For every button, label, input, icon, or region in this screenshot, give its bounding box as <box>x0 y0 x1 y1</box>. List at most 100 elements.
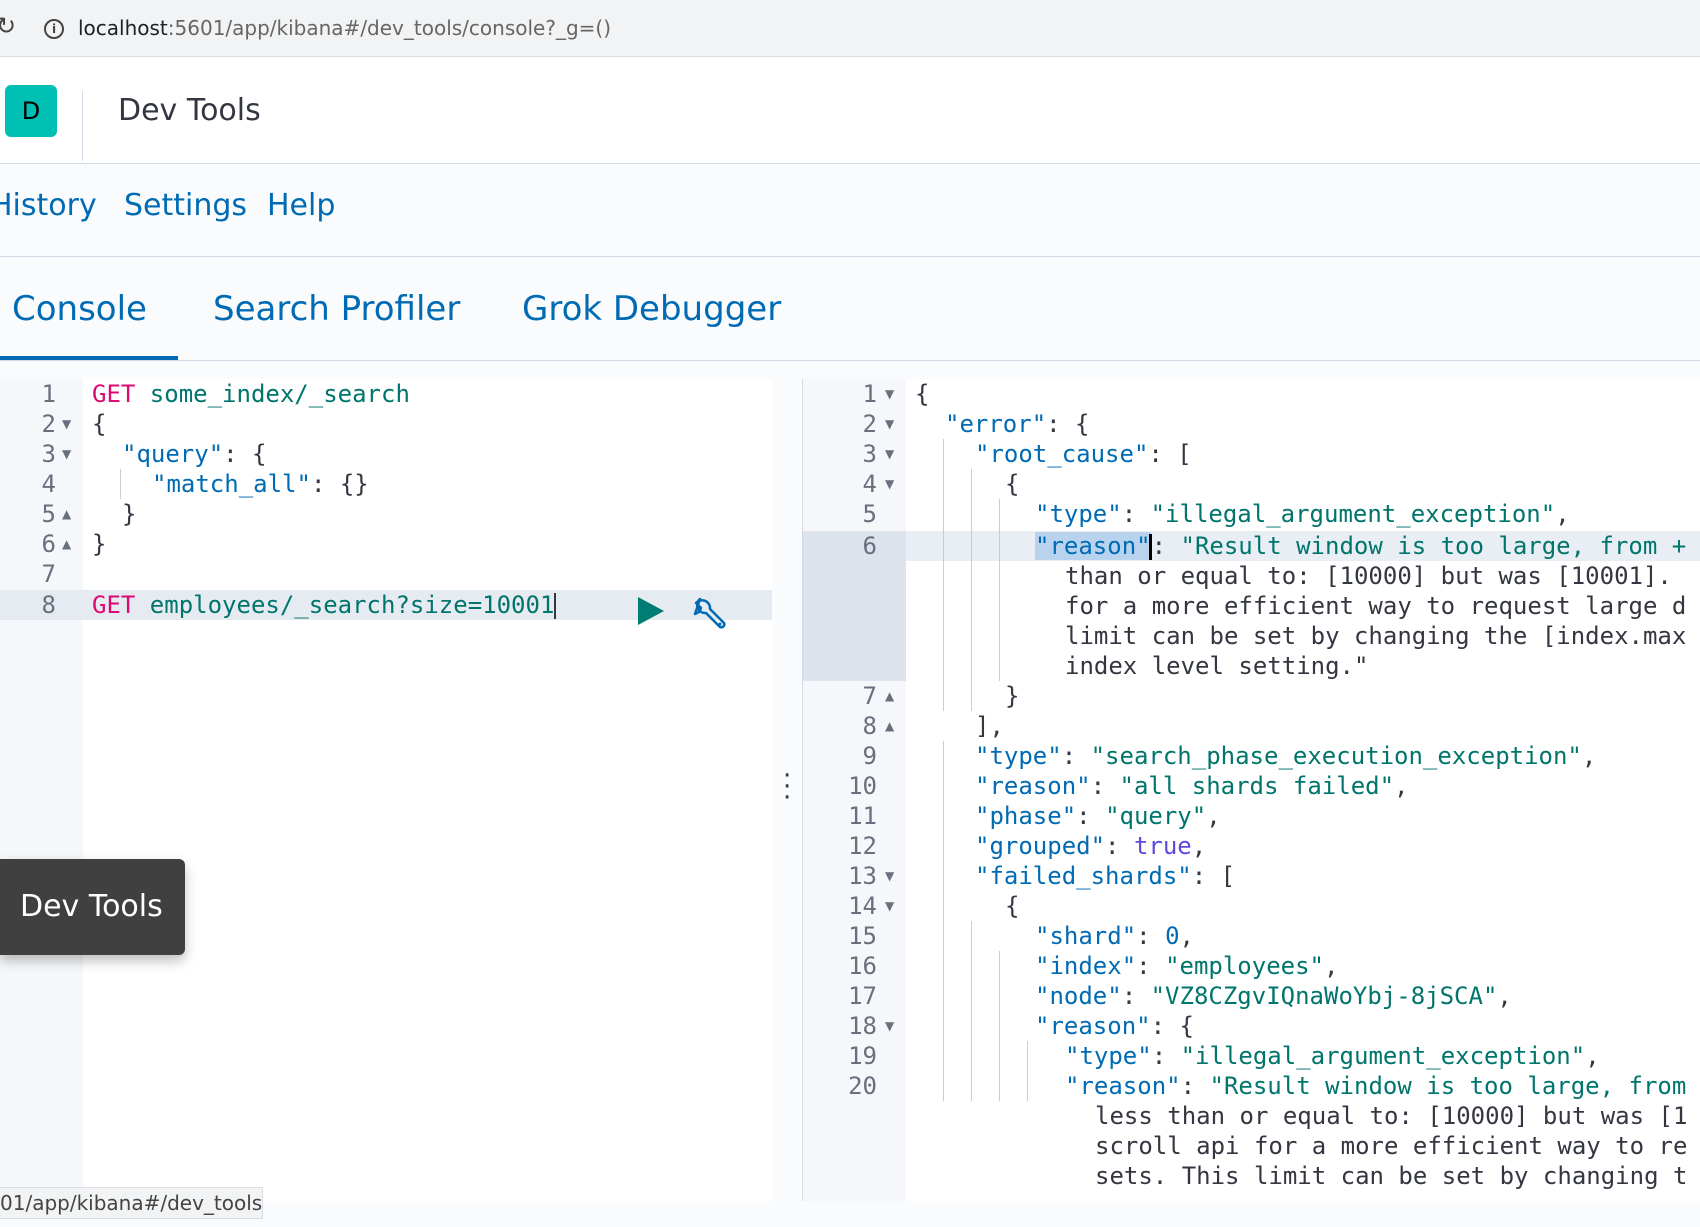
play-icon[interactable] <box>638 597 664 625</box>
code-line: "index": "employees", <box>1035 952 1339 980</box>
indent-guide <box>999 951 1000 1101</box>
line-number: 6 <box>862 532 877 560</box>
browser-status-bar: 01/app/kibana#/dev_tools <box>0 1187 263 1219</box>
tab-grok-debugger[interactable]: Grok Debugger <box>522 289 782 329</box>
json-key: "type" <box>1065 1042 1152 1070</box>
fold-down-icon[interactable]: ▼ <box>885 447 895 461</box>
top-nav: History Settings Help <box>0 164 1700 257</box>
help-link[interactable]: Help <box>267 188 336 223</box>
fold-down-icon[interactable]: ▼ <box>62 417 72 431</box>
dev-tools-tabs: Console Search Profiler Grok Debugger <box>0 257 1700 361</box>
json-key: "type" <box>1035 500 1122 528</box>
line-number: 14 <box>848 892 877 920</box>
panel-resizer[interactable]: ··· <box>772 379 803 1201</box>
json-string: "VZ8CZgvIQnaWoYbj-8jSCA" <box>1150 982 1498 1010</box>
json-punct: : { <box>1150 1012 1194 1040</box>
fold-down-icon[interactable]: ▼ <box>885 477 895 491</box>
browser-address-bar: ↻ i localhost:5601/app/kibana#/dev_tools… <box>0 0 1700 57</box>
line-number: 2 <box>41 410 56 438</box>
line-number: 2 <box>862 410 877 438</box>
json-key: "shard" <box>1035 922 1137 950</box>
fold-down-icon[interactable]: ▼ <box>62 447 72 461</box>
json-string: "Result window is too large, from + <box>1180 532 1687 560</box>
code-line: "reason": "Result window is too large, f… <box>1065 1072 1687 1100</box>
fold-down-icon[interactable]: ▼ <box>885 387 895 401</box>
request-editor[interactable]: 1 2 3 4 5 6 7 8 ▼ ▼ ▲ ▲ GET some_index/_… <box>0 379 772 1201</box>
json-punct: : {} <box>310 470 369 498</box>
line-number: 5 <box>862 500 877 528</box>
line-number: 7 <box>862 682 877 710</box>
line-number: 1 <box>41 380 56 408</box>
line-number: 3 <box>862 440 877 468</box>
json-string: "illegal_argument_exception" <box>1180 1042 1586 1070</box>
page-bottom <box>0 1201 1700 1227</box>
json-key: "reason" <box>1035 1012 1151 1040</box>
nav-tooltip: Dev Tools <box>0 859 185 955</box>
fold-up-icon[interactable]: ▲ <box>62 537 72 551</box>
tab-console[interactable]: Console <box>12 289 147 329</box>
fold-up-icon[interactable]: ▲ <box>885 689 895 703</box>
code-line: { <box>915 380 930 408</box>
fold-up-icon[interactable]: ▲ <box>62 507 72 521</box>
fold-down-icon[interactable]: ▼ <box>885 899 895 913</box>
line-number: 20 <box>848 1072 877 1100</box>
line-number: 8 <box>41 591 56 619</box>
indent-guide <box>943 439 944 711</box>
space-avatar[interactable]: D <box>5 85 57 137</box>
reload-icon[interactable]: ↻ <box>0 12 17 40</box>
code-line: } <box>122 500 137 528</box>
code-line-wrap: for a more efficient way to request larg… <box>1065 592 1687 620</box>
line-number: 10 <box>848 772 877 800</box>
request-path: employees/_search?size=10001 <box>135 591 555 619</box>
json-key: "query" <box>122 440 224 468</box>
line-number: 17 <box>848 982 877 1010</box>
header-divider <box>82 91 83 161</box>
line-number: 6 <box>41 530 56 558</box>
json-key: "failed_shards" <box>975 862 1192 890</box>
json-key: "grouped" <box>975 832 1106 860</box>
response-output[interactable]: 1 2 3 4 5 6 7 8 9 10 11 12 13 14 15 16 1… <box>803 379 1700 1201</box>
line-number: 8 <box>862 712 877 740</box>
fold-up-icon[interactable]: ▲ <box>885 719 895 733</box>
wrench-icon[interactable] <box>692 595 730 633</box>
code-line: } <box>1005 682 1020 710</box>
code-line-wrap: than or equal to: [10000] but was [10001… <box>1065 562 1672 590</box>
fold-down-icon[interactable]: ▼ <box>885 869 895 883</box>
code-line: } <box>92 530 107 558</box>
code-line-wrap: index level setting." <box>1065 652 1369 680</box>
info-icon[interactable]: i <box>44 19 64 39</box>
history-link[interactable]: History <box>0 188 97 223</box>
json-string: "Result window is too large, from <box>1209 1072 1687 1100</box>
indent-guide <box>971 921 972 1101</box>
line-number: 16 <box>848 952 877 980</box>
line-number: 1 <box>862 380 877 408</box>
tab-search-profiler[interactable]: Search Profiler <box>213 289 461 329</box>
line-number: 4 <box>862 470 877 498</box>
fold-down-icon[interactable]: ▼ <box>885 417 895 431</box>
line-number: 12 <box>848 832 877 860</box>
code-line: "type": "illegal_argument_exception", <box>1065 1042 1600 1070</box>
code-line: "grouped": true, <box>975 832 1207 860</box>
line-number: 15 <box>848 922 877 950</box>
json-string: "illegal_argument_exception" <box>1150 500 1556 528</box>
code-line: "reason": { <box>1035 1011 1194 1041</box>
code-line: "shard": 0, <box>1035 922 1194 950</box>
json-punct: : [ <box>1191 862 1236 890</box>
code-line-wrap: less than or equal to: [10000] but was [… <box>1095 1102 1688 1130</box>
json-number: 0 <box>1165 922 1180 950</box>
request-path: some_index/_search <box>135 380 410 408</box>
line-number: 18 <box>848 1012 877 1040</box>
url-field[interactable]: localhost:5601/app/kibana#/dev_tools/con… <box>78 16 611 40</box>
code-line: { <box>1005 892 1020 920</box>
code-line: "type": "illegal_argument_exception", <box>1035 500 1570 528</box>
json-key: "reason" <box>1065 1072 1181 1100</box>
code-line: "reason": "all shards failed", <box>975 772 1409 800</box>
fold-down-icon[interactable]: ▼ <box>885 1019 895 1033</box>
indent-guide <box>999 499 1000 681</box>
code-line: "query": { <box>122 439 267 469</box>
http-method: GET <box>92 380 136 408</box>
settings-link[interactable]: Settings <box>124 188 248 223</box>
json-string: "employees" <box>1165 952 1325 980</box>
line-number: 11 <box>848 802 877 830</box>
resize-handle-icon[interactable]: ··· <box>783 761 792 813</box>
